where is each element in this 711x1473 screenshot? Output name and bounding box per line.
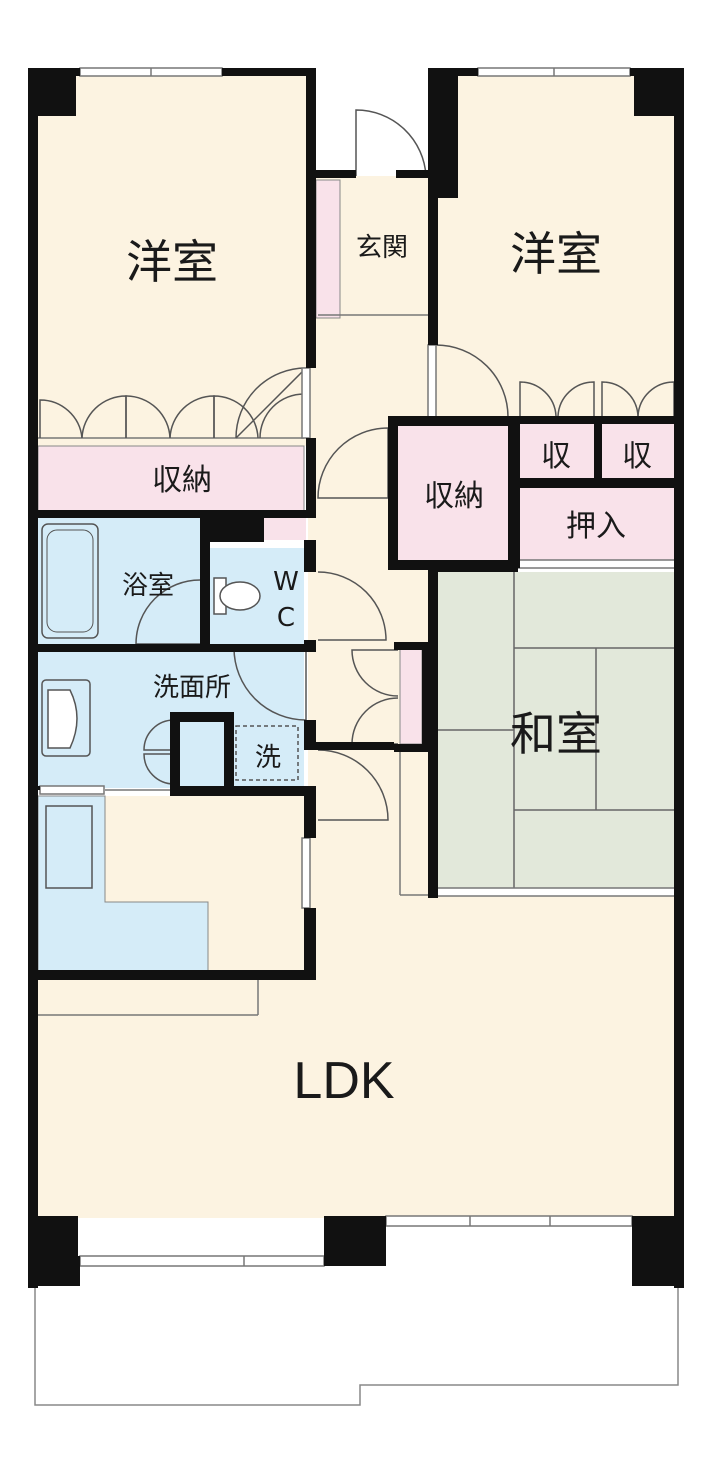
walls — [28, 68, 684, 1288]
room-label-storage-center: 収納 — [424, 479, 484, 514]
room-label-wc-w: W — [273, 567, 299, 597]
washer-pan — [235, 725, 299, 781]
bathtub-inner — [46, 529, 94, 633]
floor-hall-lower — [308, 750, 436, 895]
storage-piece-c — [399, 647, 423, 745]
room-label-closet: 押入 — [566, 509, 626, 544]
room-label-western-right: 洋室 — [510, 227, 602, 281]
storage-small-2-fill — [600, 424, 675, 480]
room-label-storage-small-1: 収 — [541, 439, 571, 474]
storage-center-fill — [396, 424, 510, 560]
room-label-western-left: 洋室 — [126, 235, 218, 289]
room-label-wc-c: C — [277, 603, 295, 633]
room-label-storage-left: 収納 — [152, 463, 212, 498]
room-label-japanese: 和室 — [510, 707, 602, 761]
tatami-fill — [436, 572, 675, 892]
room-label-entrance: 玄関 — [356, 233, 408, 263]
floor-western-left — [38, 76, 308, 446]
closet-fill — [518, 488, 675, 560]
washbasin-bowl — [47, 689, 78, 749]
storage-small-1-fill — [518, 424, 594, 480]
balcony-outline — [34, 1285, 679, 1406]
room-label-storage-small-2: 収 — [622, 439, 652, 474]
room-label-washer: 洗 — [255, 743, 281, 773]
door-swings — [39, 109, 675, 821]
room-label-bathroom: 浴室 — [122, 571, 174, 601]
bathtub — [41, 523, 99, 639]
room-label-washroom: 洗面所 — [153, 673, 231, 703]
kitchen-sink — [45, 805, 93, 889]
storage-piece-a — [264, 518, 306, 540]
toilet-bowl — [219, 581, 261, 611]
floor-western-right — [433, 76, 675, 421]
storage-left-fill — [37, 445, 305, 512]
room-label-ldk: LDK — [293, 1052, 394, 1110]
tatami-lines — [436, 572, 675, 892]
entrance-shoe-storage — [315, 179, 341, 319]
